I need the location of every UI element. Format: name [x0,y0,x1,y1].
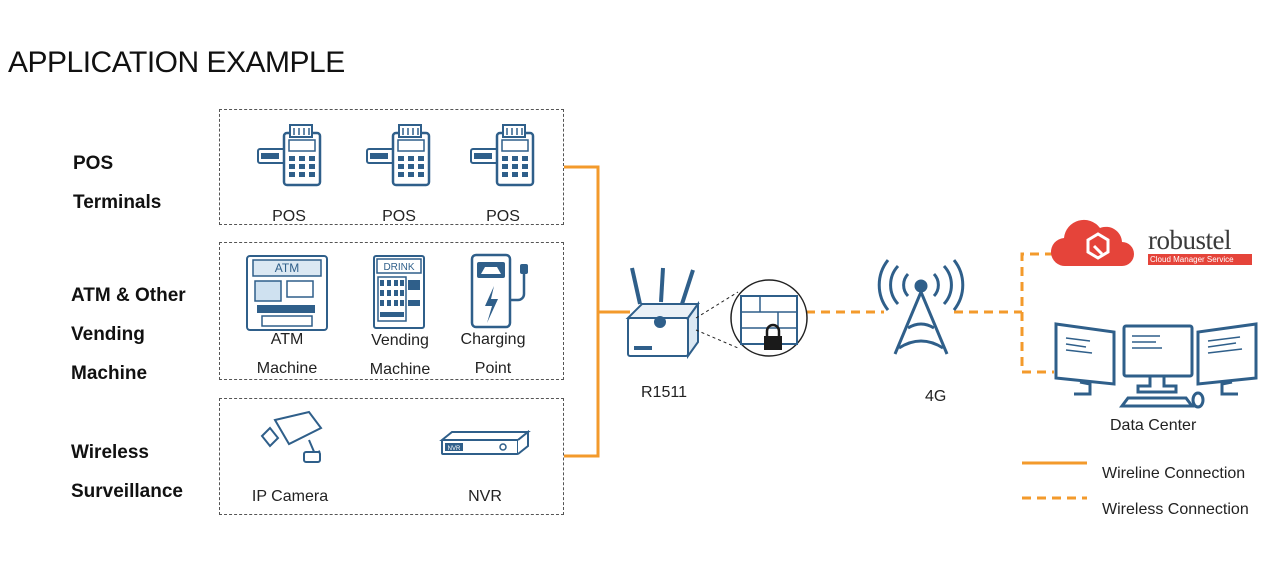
atm-label-line2: Machine [256,360,318,377]
category-atm-line3: Machine [71,363,148,384]
router-label: R1511 [641,384,687,401]
pos-group-box [219,109,564,225]
router-icon [625,267,700,360]
category-atm-line1: ATM & Other [71,285,186,306]
charging-label: Charging Point [452,325,534,383]
atm-group-box [219,242,564,380]
page-title: APPLICATION EXAMPLE [8,46,345,79]
wireless-connections [806,252,1087,500]
pos-label-3: POS [486,208,520,225]
cloud-icon [1050,219,1134,267]
tower-label: 4G [925,388,947,405]
charging-point-icon [470,253,528,329]
category-surveillance-line1: Wireless [71,442,149,463]
nvr-label: NVR [468,488,502,505]
cell-tower-icon [877,259,965,355]
pos-label-1: POS [272,208,306,225]
vending-sign-text: DRINK [383,262,414,273]
camera-label: IP Camera [251,488,329,505]
category-pos-line1: POS [73,153,114,174]
pos-terminal-icon [256,123,322,187]
atm-label: ATM Machine [246,325,328,383]
atm-icon [246,255,328,331]
atm-screen-text: ATM [275,261,299,275]
wireline-connections [564,165,1087,465]
pos-terminal-icon [365,123,431,187]
ip-camera-icon [260,410,323,463]
robustel-subtitle: Cloud Manager Service [1148,254,1252,265]
nvr-badge-text: NVR [448,446,461,452]
atm-label-line1: ATM [270,331,304,348]
vending-machine-icon [373,255,425,329]
category-surveillance-line2: Surveillance [71,481,183,502]
data-center-icon [1054,322,1258,409]
pos-terminal-icon [469,123,535,187]
datacenter-label: Data Center [1110,417,1197,434]
charging-label-line2: Point [474,360,512,377]
category-atm-line2: Vending [71,324,145,345]
surveillance-group-box [219,398,564,515]
nvr-icon [439,429,531,455]
category-surveillance: Wireless Surveillance [71,433,183,511]
vending-label-line1: Vending [371,332,429,349]
secure-tunnel-icon [695,279,808,357]
vending-label: Vending Machine [359,326,441,384]
vending-label-line2: Machine [369,361,431,378]
robustel-brand: robustel Cloud Manager Service [1148,226,1252,265]
category-pos: POS Terminals [73,144,161,222]
charging-label-line1: Charging [460,331,526,348]
category-atm: ATM & Other Vending Machine [71,276,186,393]
legend-wireless-label: Wireless Connection [1102,501,1249,518]
category-pos-line2: Terminals [73,192,162,213]
pos-label-2: POS [382,208,416,225]
robustel-wordmark: robustel [1148,225,1232,255]
legend-wireline-label: Wireline Connection [1102,465,1246,482]
